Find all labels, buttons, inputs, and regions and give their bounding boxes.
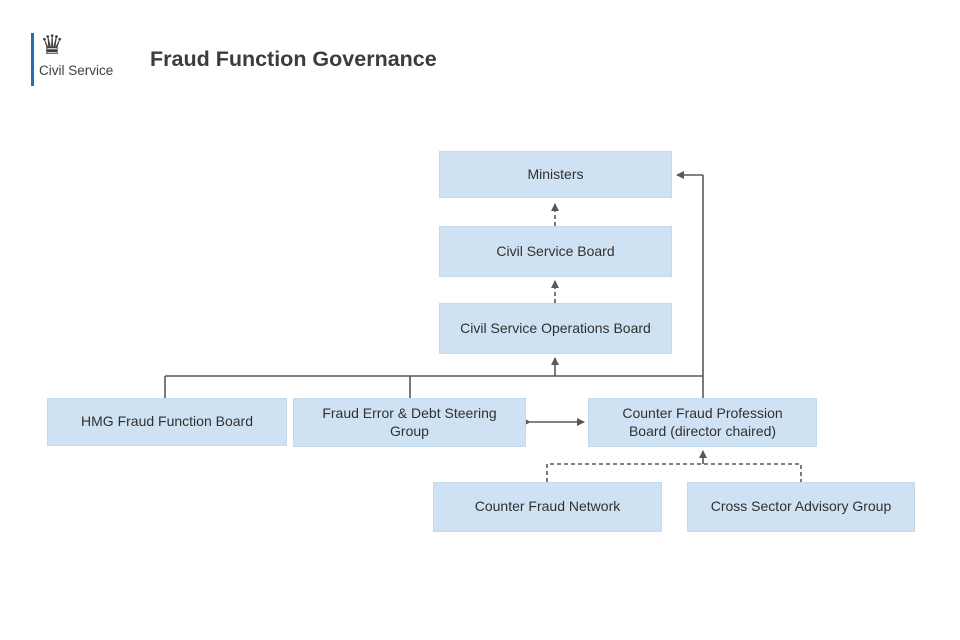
node-fraud-error-debt-steering-group: Fraud Error & Debt Steering Group bbox=[293, 398, 526, 447]
edge-bottom-dashed-bus bbox=[546, 463, 802, 482]
page-title: Fraud Function Governance bbox=[150, 47, 437, 71]
node-ministers: Ministers bbox=[439, 151, 672, 198]
node-cross-sector-advisory-group: Cross Sector Advisory Group bbox=[687, 482, 915, 532]
logo-accent-bar bbox=[31, 33, 34, 86]
crown-icon: ♛ bbox=[40, 30, 65, 60]
node-counter-fraud-network: Counter Fraud Network bbox=[433, 482, 662, 532]
node-civil-service-board: Civil Service Board bbox=[439, 226, 672, 277]
node-civil-service-operations-board: Civil Service Operations Board bbox=[439, 303, 672, 354]
node-hmg-fraud-function-board: HMG Fraud Function Board bbox=[47, 398, 287, 446]
logo-text: Civil Service bbox=[39, 63, 114, 78]
node-counter-fraud-profession-board: Counter Fraud Profession Board (director… bbox=[588, 398, 817, 447]
